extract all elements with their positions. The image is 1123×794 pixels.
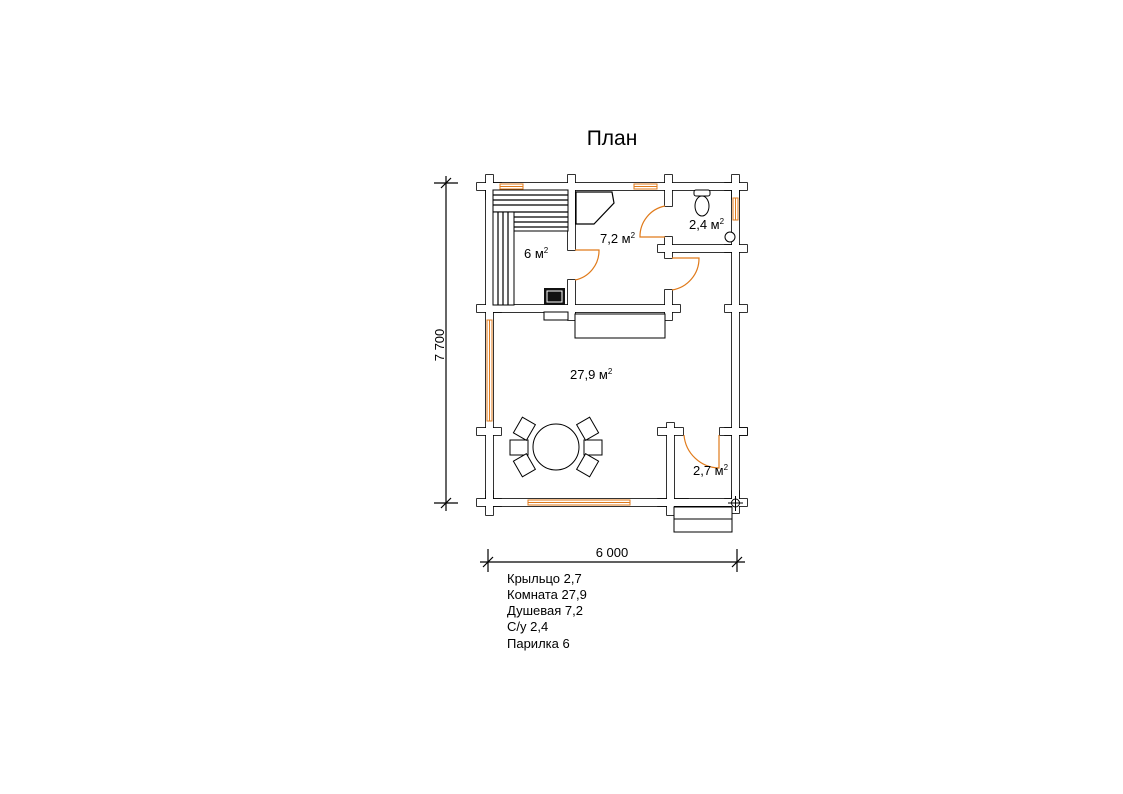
dimension-width-label: 6 000 — [596, 545, 629, 560]
windows — [486, 183, 739, 506]
legend-item: Парилка 6 — [507, 636, 570, 651]
porch-steps — [673, 496, 743, 533]
plan-title: План — [587, 127, 638, 150]
room-area-steam-room: 6 м2 — [524, 246, 549, 261]
room-area-porch: 2,7 м2 — [693, 463, 729, 478]
legend-item: Душевая 7,2 — [507, 603, 583, 618]
legend-item: Крыльцо 2,7 — [507, 571, 582, 586]
shower-tray — [575, 191, 615, 225]
dimension-height: 7 700 — [432, 176, 458, 511]
dimension-width: 6 000 — [480, 545, 745, 572]
sink-icon — [724, 231, 736, 243]
sauna-benches — [492, 189, 569, 306]
stove-icon — [543, 288, 569, 321]
dining-table — [509, 416, 603, 478]
room-legend: Крыльцо 2,7 Комната 27,9 Душевая 7,2 С/у… — [507, 571, 587, 651]
toilet-icon — [693, 189, 711, 217]
room-area-main-room: 27,9 м2 — [570, 367, 613, 382]
dimension-height-label: 7 700 — [432, 329, 447, 362]
room-area-wc: 2,4 м2 — [689, 217, 725, 232]
room-area-shower: 7,2 м2 — [600, 231, 636, 246]
bench — [574, 313, 666, 339]
legend-item: С/у 2,4 — [507, 619, 548, 634]
legend-item: Комната 27,9 — [507, 587, 587, 602]
doors — [574, 205, 720, 469]
